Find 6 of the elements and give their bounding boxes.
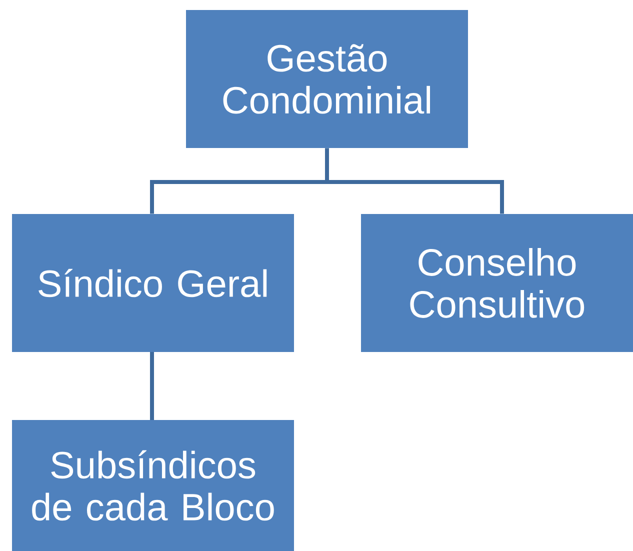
connector-line <box>150 352 154 420</box>
org-box: Subsíndicos de cada Bloco <box>12 420 294 551</box>
org-box: Síndico Geral <box>12 214 294 352</box>
connector-line <box>325 148 504 214</box>
org-box: Conselho Consultivo <box>361 214 633 352</box>
org-box: Gestão Condominial <box>186 10 468 148</box>
